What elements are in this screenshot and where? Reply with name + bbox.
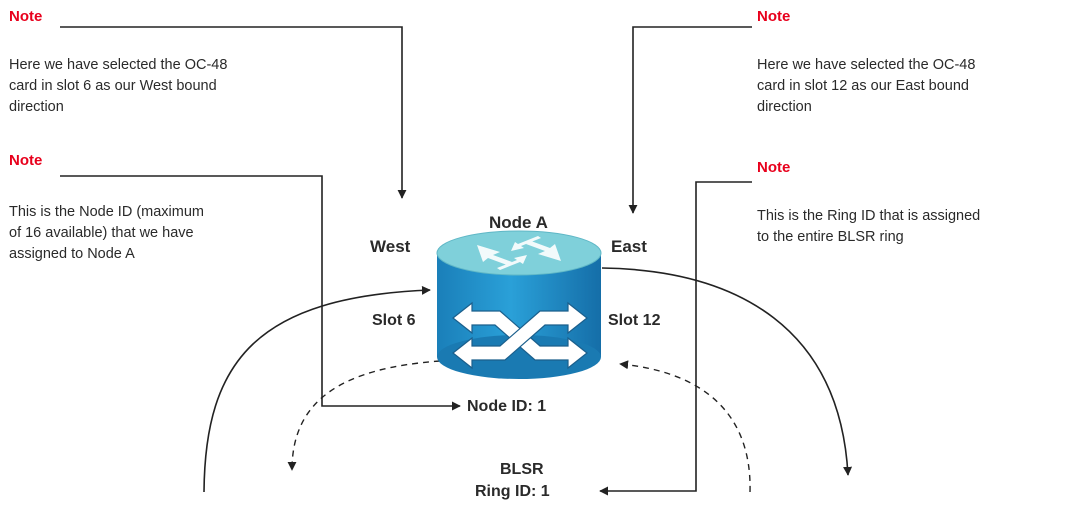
leader-line-ringid-note [599, 181, 752, 496]
leader-line-west-note [60, 26, 407, 199]
west-label: West [370, 237, 411, 256]
node-id-label: Node ID: 1 [467, 398, 547, 415]
note-title-nodeid: Note [9, 152, 43, 169]
note-line: card in slot 6 as our West bound [9, 78, 217, 94]
note-line: Here we have selected the OC-48 [9, 57, 228, 73]
note-body-ringid: This is the Ring ID that is assigned to … [757, 206, 980, 248]
note-line: This is the Ring ID that is assigned [757, 208, 981, 224]
ring-arc-west-solid [203, 285, 431, 493]
leader-line-nodeid-note [60, 175, 461, 411]
note-line: Here we have selected the OC-48 [757, 57, 976, 73]
ring-arc-west-dashed [287, 360, 441, 471]
node-name-label: Node A [489, 213, 548, 232]
note-line: direction [757, 99, 812, 115]
note-body-nodeid: This is the Node ID (maximum of 16 avail… [9, 202, 204, 265]
leader-line-east-note [628, 26, 752, 214]
note-title-east: Note [757, 8, 791, 25]
note-line: This is the Node ID (maximum [9, 204, 204, 220]
note-body-east: Here we have selected the OC-48 card in … [757, 55, 975, 118]
note-body-west: Here we have selected the OC-48 card in … [9, 55, 227, 118]
ring-arc-east-solid [601, 267, 853, 476]
ring-id-label: Ring ID: 1 [475, 483, 550, 500]
west-slot-label: Slot 6 [372, 312, 416, 329]
router-icon [436, 230, 602, 379]
ring-name-label: BLSR [500, 461, 544, 478]
note-title-west: Note [9, 8, 43, 25]
ring-arc-east-dashed [619, 360, 751, 493]
note-line: of 16 available) that we have [9, 225, 194, 241]
note-line: to the entire BLSR ring [757, 229, 904, 245]
note-line: direction [9, 99, 64, 115]
note-line: assigned to Node A [9, 246, 135, 262]
note-line: card in slot 12 as our East bound [757, 78, 969, 94]
east-label: East [611, 237, 647, 256]
note-title-ringid: Note [757, 159, 791, 176]
east-slot-label: Slot 12 [608, 312, 661, 329]
